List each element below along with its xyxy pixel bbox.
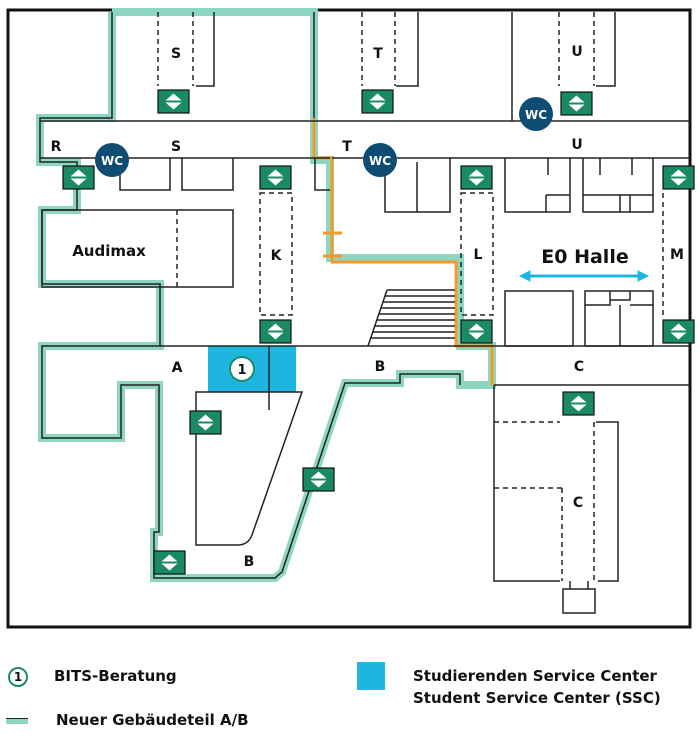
elevator-13[interactable] (302, 467, 335, 492)
elevator-down-icon (267, 332, 284, 340)
new-building-inner-line (39, 12, 461, 579)
elevator-up-down-icon (468, 323, 485, 331)
label-l: L (474, 247, 483, 263)
label-t-top: T (373, 46, 383, 62)
elevator-9[interactable] (460, 319, 493, 344)
elevator-down-icon (70, 178, 87, 186)
elevator-box (153, 550, 186, 575)
elevator-box (562, 391, 595, 416)
elevator-up-down-icon (267, 169, 284, 177)
elevator-box (460, 165, 493, 190)
wc-1[interactable]: WC (95, 143, 129, 177)
ssc-color-swatch (357, 662, 385, 690)
elevator-box (662, 319, 695, 344)
label-b-upper: B (375, 359, 386, 375)
legend-ssc-line2: Student Service Center (SSC) (413, 689, 661, 707)
wc-icon (363, 143, 397, 177)
label-c-lower: C (573, 495, 583, 511)
elevator-down-icon (570, 404, 587, 412)
label-c-upper: C (574, 359, 584, 375)
elevator-down-icon (468, 178, 485, 186)
number-marker-icon (229, 356, 255, 382)
elevator-up-down-icon (310, 471, 327, 479)
elevator-up-down-icon (570, 395, 587, 403)
elevator-down-icon (197, 423, 214, 431)
elevator-up-down-icon (670, 323, 687, 331)
elevator-5[interactable] (259, 165, 292, 190)
svg-text:WC: WC (101, 154, 123, 168)
label-s: S (171, 139, 181, 155)
label-u: U (571, 137, 582, 153)
legend-new-part-label: Neuer Gebäudeteil A/B (56, 711, 249, 729)
elevator-up-down-icon (161, 554, 178, 562)
elevator-down-icon (568, 104, 585, 112)
svg-text:WC: WC (369, 154, 391, 168)
label-t: T (342, 139, 352, 155)
legend-ssc-line1: Studierenden Service Center (413, 667, 657, 685)
elevator-12[interactable] (189, 410, 222, 435)
floor-plan-map: WC WC WC 1 S T U R S T U Audimax K L M E… (6, 8, 695, 629)
elevator-down-icon (165, 102, 182, 110)
svg-text:WC: WC (525, 108, 547, 122)
legend-bits: 1 BITS-Beratung (8, 666, 177, 687)
number-marker-icon: 1 (8, 666, 28, 687)
elevator-4[interactable] (62, 165, 95, 190)
teal-line-icon (6, 717, 28, 724)
stairs (367, 289, 455, 347)
elevator-8[interactable] (259, 319, 292, 344)
elevators (62, 89, 695, 575)
elevator-up-down-icon (70, 169, 87, 177)
elevator-6[interactable] (460, 165, 493, 190)
elevator-down-icon (369, 102, 386, 110)
elevator-box (259, 319, 292, 344)
elevator-down-icon (310, 480, 327, 488)
elevator-down-icon (670, 178, 687, 186)
elevator-11[interactable] (562, 391, 595, 416)
label-hall: E0 Halle (541, 246, 628, 268)
legend-new-part: Neuer Gebäudeteil A/B (6, 710, 249, 731)
elevator-down-icon (670, 332, 687, 340)
wc-icon (95, 143, 129, 177)
elevator-box (157, 89, 190, 114)
label-a: A (172, 360, 183, 376)
label-r: R (51, 139, 62, 155)
elevator-down-icon (161, 563, 178, 571)
elevator-up-down-icon (468, 169, 485, 177)
elevator-2[interactable] (361, 89, 394, 114)
label-m: M (670, 247, 684, 263)
elevator-1[interactable] (157, 89, 190, 114)
elevator-7[interactable] (662, 165, 695, 190)
double-arrow-icon (518, 270, 650, 282)
elevator-up-down-icon (197, 414, 214, 422)
wc-2[interactable]: WC (363, 143, 397, 177)
elevator-14[interactable] (153, 550, 186, 575)
elevator-box (62, 165, 95, 190)
wc-icon (519, 97, 553, 131)
legend-bits-label: BITS-Beratung (54, 667, 177, 685)
elevator-box (189, 410, 222, 435)
label-k: K (271, 248, 283, 264)
elevator-box (259, 165, 292, 190)
elevator-3[interactable] (560, 91, 593, 116)
elevator-down-icon (468, 332, 485, 340)
elevator-up-down-icon (267, 323, 284, 331)
elevator-box (302, 467, 335, 492)
elevator-10[interactable] (662, 319, 695, 344)
elevator-box (560, 91, 593, 116)
elevator-box (460, 319, 493, 344)
wc-3[interactable]: WC (519, 97, 553, 131)
elevator-up-down-icon (165, 93, 182, 101)
elevator-box (662, 165, 695, 190)
svg-text:1: 1 (237, 363, 246, 378)
elevator-down-icon (267, 178, 284, 186)
elevator-box (361, 89, 394, 114)
label-u-top: U (571, 44, 582, 60)
label-b-lower: B (244, 554, 255, 570)
elevator-up-down-icon (670, 169, 687, 177)
elevator-up-down-icon (568, 95, 585, 103)
elevator-up-down-icon (369, 93, 386, 101)
bits-marker[interactable]: 1 (229, 356, 255, 382)
label-s-top: S (171, 46, 181, 62)
label-audimax: Audimax (72, 242, 146, 260)
